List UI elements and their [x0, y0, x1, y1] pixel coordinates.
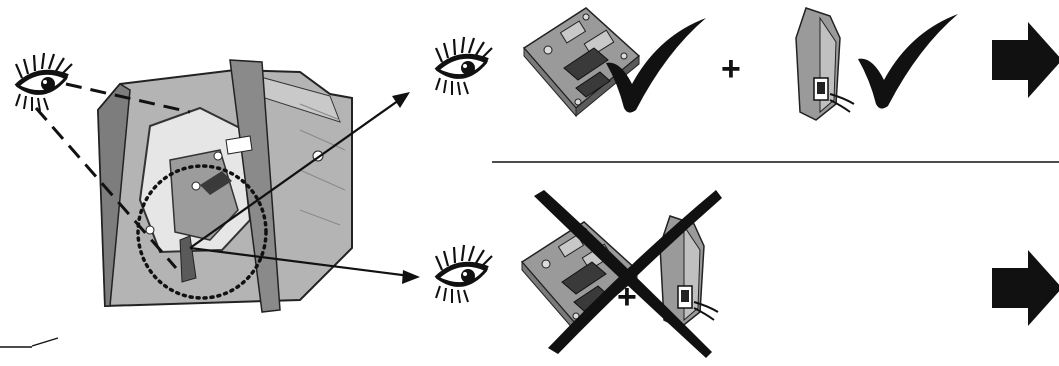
result-arrow-icon-bottom [992, 250, 1059, 326]
door-assembly [98, 60, 352, 312]
actuator-top [796, 8, 854, 120]
check-icon-actuator [858, 14, 958, 109]
eye-icon-bottom [436, 245, 492, 303]
eye-observer-left [16, 53, 72, 111]
eye-icon-top [436, 37, 492, 95]
result-arrow-icon-top [992, 22, 1059, 98]
row-not-ok [436, 190, 1059, 358]
corner-mark-line [32, 338, 58, 346]
plus-sign-top: + [721, 52, 741, 86]
row-ok [436, 8, 1059, 120]
plus-sign-bottom: + [617, 280, 637, 314]
